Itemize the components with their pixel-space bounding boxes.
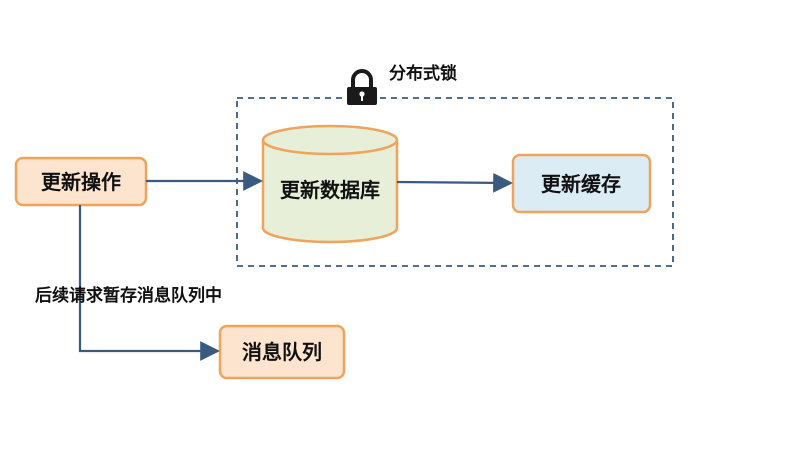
update-cache-node[interactable] (511, 153, 652, 214)
message-queue-label: 消息队列 (242, 340, 322, 364)
lock-label: 分布式锁 (389, 63, 457, 84)
arrow-database-to-cache (396, 172, 513, 193)
update-cache-label: 更新缓存 (541, 172, 621, 196)
arrow-operation-to-queue (78, 205, 220, 361)
queue-edge-label: 后续请求暂存消息队列中 (35, 285, 222, 306)
update-database-node[interactable] (261, 124, 399, 244)
message-queue-node[interactable] (218, 324, 346, 380)
lock-icon (347, 69, 377, 105)
update-operation-label: 更新操作 (41, 170, 121, 194)
update-database-label: 更新数据库 (280, 178, 380, 202)
